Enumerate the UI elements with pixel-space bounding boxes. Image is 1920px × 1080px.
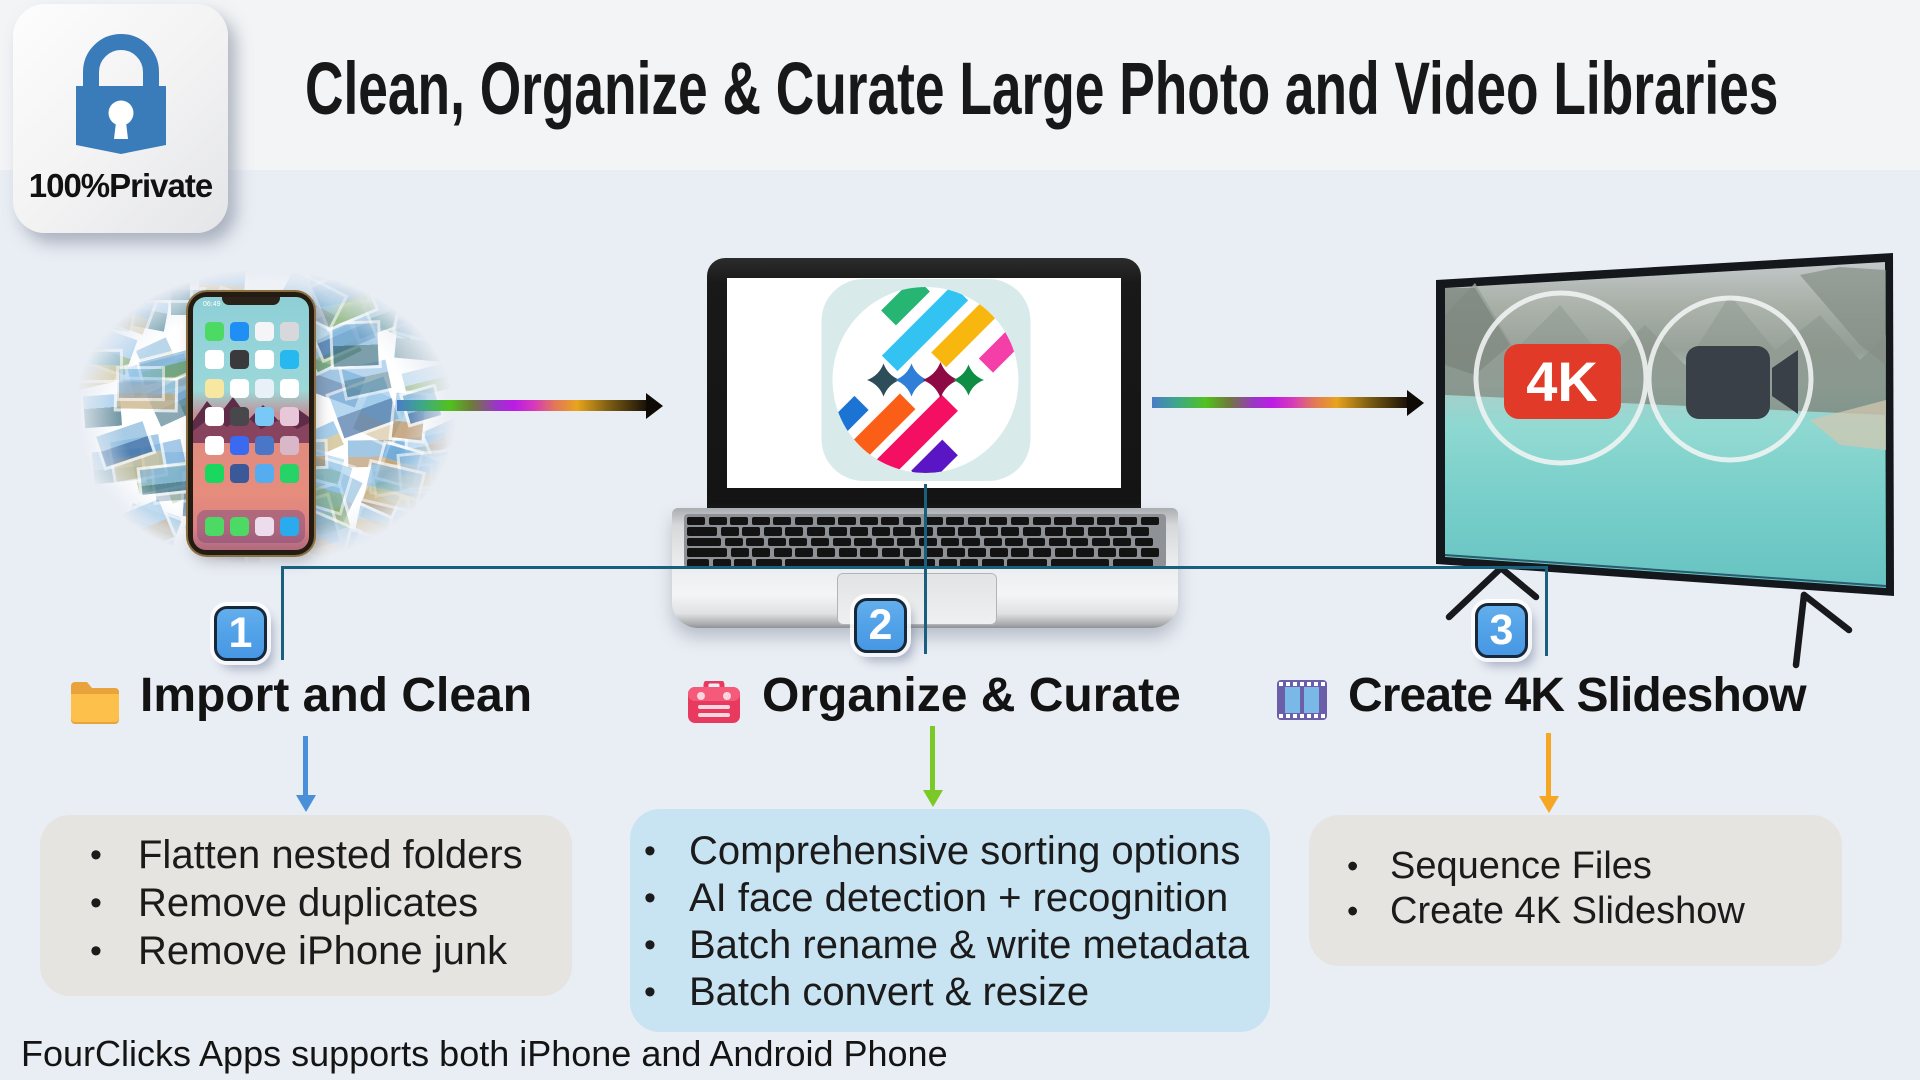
svg-text:4K: 4K	[1526, 350, 1598, 413]
